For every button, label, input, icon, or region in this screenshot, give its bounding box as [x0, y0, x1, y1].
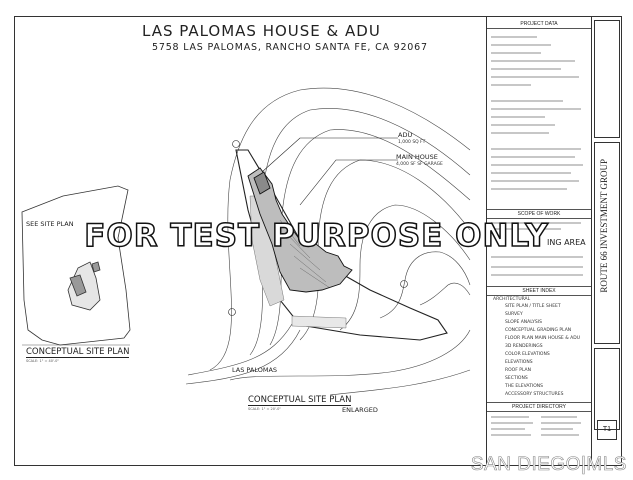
landscape-area	[249, 195, 347, 329]
sheet-item: ACCESSORY STRUCTURES	[505, 392, 564, 397]
scope-of-work-heading: SCOPE OF WORK	[487, 209, 591, 219]
sheet-item: SITE PLAN / TITLE SHEET	[505, 304, 561, 309]
conceptual-site-plan-title: CONCEPTUAL SITE PLAN	[26, 347, 130, 358]
small-plan-note: SEE SITE PLAN	[26, 220, 74, 228]
main-house-label: MAIN HOUSE	[396, 153, 438, 161]
project-address: 5758 LAS PALOMAS, RANCHO SANTA FE, CA 92…	[152, 42, 428, 53]
house-footprint	[247, 167, 353, 293]
enlarged-site-plan-scale: SCALE: 1" = 20'-0"	[248, 407, 282, 411]
sheet-list-heading: ARCHITECTURAL	[493, 297, 531, 302]
test-watermark: FOR TEST PURPOSE ONLY	[83, 217, 549, 255]
mls-watermark: SAN DIEGO|MLS	[470, 454, 627, 476]
topo-contours	[209, 87, 471, 396]
sheet-item: ROOF PLAN	[505, 368, 531, 373]
main-house-note: 4,000 SF SF GARAGE	[396, 162, 443, 167]
title-block: ROUTE 66 INVESTMENT GROUP	[591, 16, 621, 464]
sheet-number: T1	[597, 420, 617, 440]
sheet-item: SECTIONS	[505, 376, 528, 381]
sheet-item: 3D RENDERINGS	[505, 344, 543, 349]
street-label: LAS PALOMAS	[232, 366, 278, 374]
building-area-heading: ING AREA	[547, 238, 586, 247]
project-data-heading: PROJECT DATA	[487, 20, 591, 29]
sheet-item: ELEVATIONS	[505, 360, 533, 365]
sheet-item: SLOPE ANALYSIS	[505, 320, 542, 325]
adu-label: ADU	[398, 131, 413, 139]
sheet-item: CONCEPTUAL GRADING PLAN	[505, 328, 572, 333]
small-site-plan	[21, 185, 131, 346]
sheet-item: THE ELEVATIONS	[505, 384, 543, 389]
project-title: LAS PALOMAS HOUSE & ADU	[142, 22, 381, 40]
project-data-panel: PROJECT DATA SCOPE OF WORK ING AREA SHEE…	[486, 16, 591, 464]
project-directory-heading: PROJECT DIRECTORY	[487, 402, 591, 412]
sheet-item: SURVEY	[505, 312, 523, 317]
sheet-item: FLOOR PLAN MAIN HOUSE & ADU	[505, 336, 580, 341]
conceptual-site-plan-scale: SCALE: 1" = 40'-0"	[26, 359, 60, 363]
enlarged-site-plan-title: CONCEPTUAL SITE PLAN	[248, 395, 352, 406]
sheet-item: COLOR ELEVATIONS	[505, 352, 550, 357]
enlarged-label: ENLARGED	[342, 406, 378, 414]
adu-note: 1,000 SQ FT	[398, 140, 426, 145]
sheet-index-heading: SHEET INDEX	[487, 286, 591, 296]
